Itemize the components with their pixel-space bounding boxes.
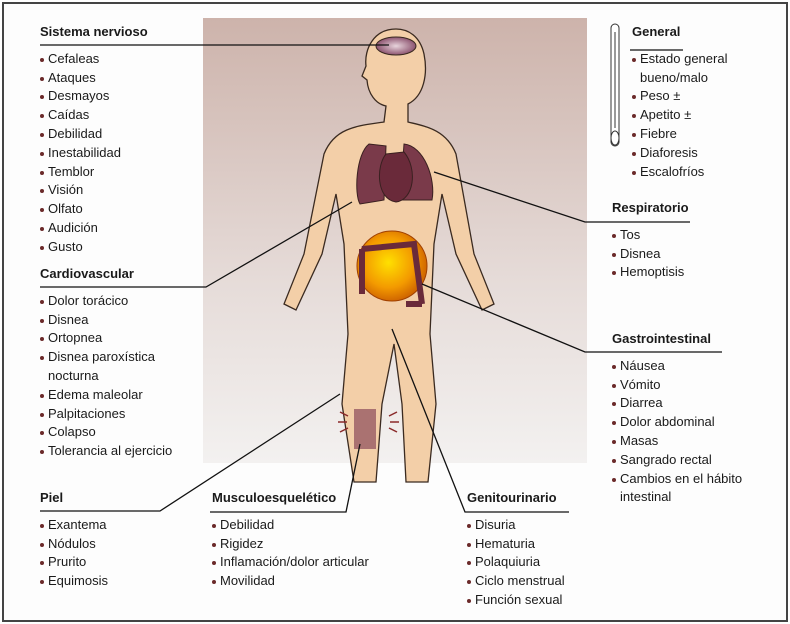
- list-item: Olfato: [40, 200, 148, 219]
- knee-pain: [338, 409, 399, 449]
- list-item: Dolor torácico: [40, 292, 172, 311]
- leader-lines: [40, 44, 722, 513]
- list-item: Desmayos: [40, 87, 148, 106]
- list-item: Nódulos: [40, 535, 108, 554]
- list-item: Caídas: [40, 106, 148, 125]
- section-musculoesqueletico: Musculoesquelético Debilidad Rigidez Inf…: [212, 489, 369, 591]
- section-title: Respiratorio: [612, 200, 689, 215]
- list-item: Ataques: [40, 69, 148, 88]
- list-item: Palpitaciones: [40, 405, 172, 424]
- list-item: Tos: [612, 226, 689, 245]
- list-item: Ortopnea: [40, 329, 172, 348]
- section-sistema-nervioso: Sistema nervioso Cefaleas Ataques Desmay…: [40, 23, 148, 257]
- list-item: Cefaleas: [40, 50, 148, 69]
- list-item-continuation: intestinal: [620, 489, 672, 505]
- section-title: Genitourinario: [467, 490, 557, 505]
- list-item: Equimosis: [40, 572, 108, 591]
- list-item: Rigidez: [212, 535, 369, 554]
- section-piel: Piel Exantema Nódulos Prurito Equimosis: [40, 489, 108, 591]
- list-item: Estado general: [632, 50, 727, 69]
- list-item-continuation: bueno/malo: [640, 69, 708, 85]
- section-title: Sistema nervioso: [40, 24, 148, 39]
- section-cardiovascular: Cardiovascular Dolor torácico Disnea Ort…: [40, 265, 172, 461]
- section-general: General Estado general bueno/malo Peso ±…: [632, 23, 727, 181]
- list-item: Tolerancia al ejercicio: [40, 442, 172, 461]
- section-title: Cardiovascular: [40, 266, 134, 281]
- section-genitourinario: Genitourinario Disuria Hematuria Polaqui…: [467, 489, 565, 610]
- list-item: Debilidad: [212, 516, 369, 535]
- list-item: Movilidad: [212, 572, 369, 591]
- section-title: General: [632, 24, 681, 39]
- section-title: Piel: [40, 490, 64, 505]
- list-item: Disnea: [612, 245, 689, 264]
- list-item-continuation: nocturna: [48, 367, 99, 383]
- list-item: Gusto: [40, 238, 148, 257]
- list-item: Fiebre: [632, 125, 727, 144]
- list-item: Disnea paroxística: [40, 348, 172, 367]
- list-item: Vómito: [612, 376, 742, 395]
- section-respiratorio: Respiratorio Tos Disnea Hemoptisis: [612, 199, 689, 282]
- list-item: Exantema: [40, 516, 108, 535]
- brain: [375, 36, 417, 56]
- list-item: Debilidad: [40, 125, 148, 144]
- list-item: Diarrea: [612, 394, 742, 413]
- list-item: Temblor: [40, 163, 148, 182]
- list-item: Audición: [40, 219, 148, 238]
- list-item: Dolor abdominal: [612, 413, 742, 432]
- list-item: Edema maleolar: [40, 386, 172, 405]
- list-item: Prurito: [40, 553, 108, 572]
- list-item: Masas: [612, 432, 742, 451]
- list-item: Sangrado rectal: [612, 451, 742, 470]
- list-item: Peso ±: [632, 87, 727, 106]
- list-item: Visión: [40, 181, 148, 200]
- list-item: Inflamación/dolor articular: [212, 553, 369, 572]
- lungs-heart: [356, 143, 434, 205]
- section-gastrointestinal: Gastrointestinal Náusea Vómito Diarrea D…: [612, 330, 742, 507]
- list-item: Función sexual: [467, 591, 565, 610]
- section-title: Gastrointestinal: [612, 331, 711, 346]
- list-item: Disuria: [467, 516, 565, 535]
- list-item: Disnea: [40, 311, 172, 330]
- list-item: Inestabilidad: [40, 144, 148, 163]
- list-item: Cambios en el hábito: [612, 470, 742, 489]
- list-item: Diaforesis: [632, 144, 727, 163]
- list-item: Ciclo menstrual: [467, 572, 565, 591]
- list-item: Náusea: [612, 357, 742, 376]
- body-illustration: [40, 18, 722, 513]
- list-item: Polaquiuria: [467, 553, 565, 572]
- list-item: Apetito ±: [632, 106, 727, 125]
- list-item: Hematuria: [467, 535, 565, 554]
- thermometer-icon: [610, 23, 620, 147]
- list-item: Escalofríos: [632, 163, 727, 182]
- list-item: Colapso: [40, 423, 172, 442]
- section-title: Musculoesquelético: [212, 490, 337, 505]
- list-item: Hemoptisis: [612, 263, 689, 282]
